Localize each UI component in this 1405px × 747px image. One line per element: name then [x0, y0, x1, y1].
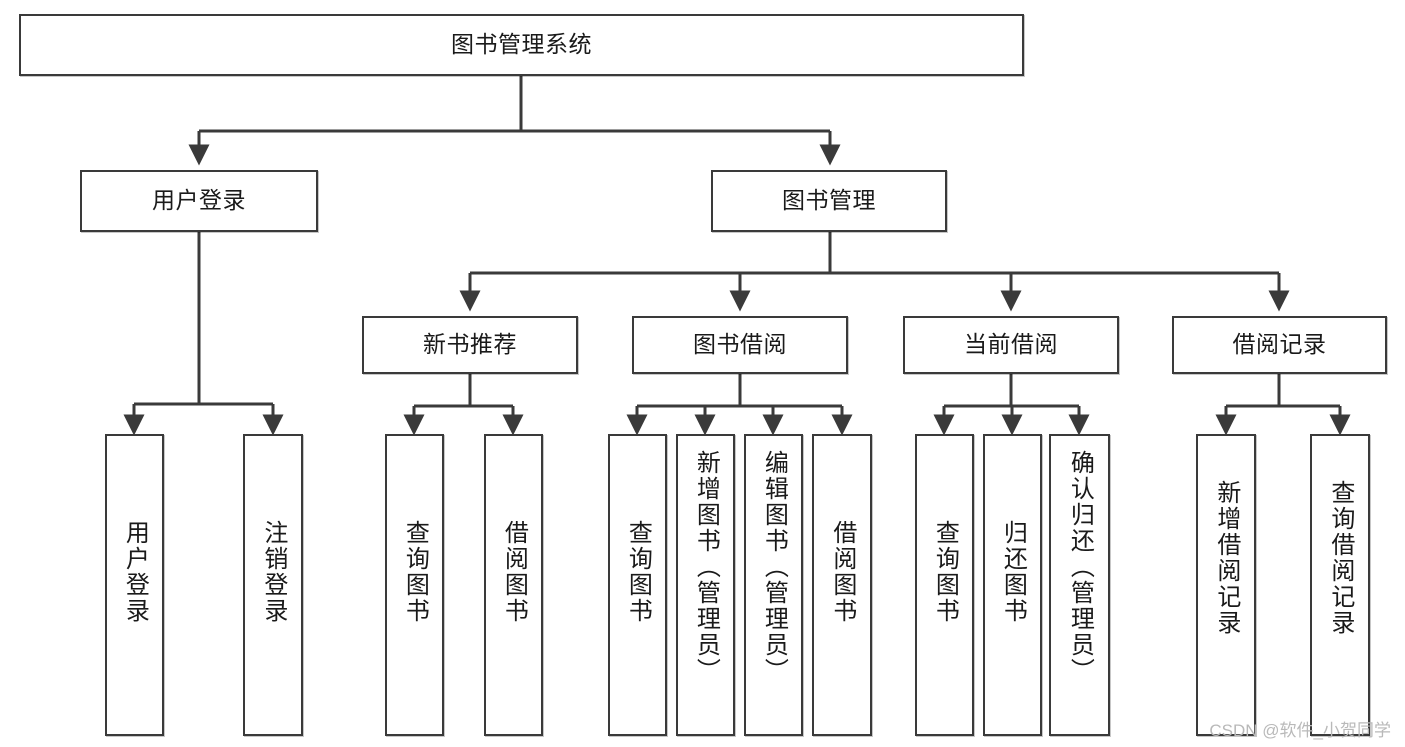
node-leaf-return-book[interactable]: 归还图书 — [983, 434, 1042, 736]
node-leaf-user-login-label: 用户登录 — [121, 520, 149, 624]
node-leaf-query-book-1[interactable]: 查询图书 — [385, 434, 444, 736]
node-borrow-record[interactable]: 借阅记录 — [1172, 316, 1387, 374]
node-leaf-edit-book[interactable]: 编辑图书（管理员） — [744, 434, 803, 736]
node-leaf-query-book-2[interactable]: 查询图书 — [608, 434, 667, 736]
node-leaf-borrow-book-2[interactable]: 借阅图书 — [812, 434, 872, 736]
node-leaf-user-login[interactable]: 用户登录 — [105, 434, 164, 736]
node-book-manage-label: 图书管理 — [782, 187, 876, 214]
node-current-borrow-label: 当前借阅 — [964, 331, 1058, 358]
watermark-text: CSDN @软件_小贺同学 — [1209, 721, 1391, 740]
node-leaf-confirm-return[interactable]: 确认归还（管理员） — [1049, 434, 1110, 736]
node-borrow-record-label: 借阅记录 — [1232, 331, 1327, 358]
node-leaf-logout-label: 注销登录 — [259, 520, 287, 624]
node-book-borrow[interactable]: 图书借阅 — [632, 316, 848, 374]
node-leaf-add-record-label: 新增借阅记录 — [1212, 480, 1240, 636]
node-current-borrow[interactable]: 当前借阅 — [903, 316, 1119, 374]
node-leaf-query-book-3-label: 查询图书 — [931, 520, 959, 624]
node-user-login[interactable]: 用户登录 — [80, 170, 318, 232]
node-book-borrow-label: 图书借阅 — [693, 331, 787, 358]
node-leaf-edit-book-label: 编辑图书（管理员） — [760, 450, 788, 684]
node-leaf-return-book-label: 归还图书 — [999, 520, 1027, 624]
node-leaf-query-book-3[interactable]: 查询图书 — [915, 434, 974, 736]
node-leaf-query-book-1-label: 查询图书 — [401, 520, 429, 624]
node-leaf-add-book-label: 新增图书（管理员） — [692, 450, 720, 684]
node-leaf-borrow-book-1[interactable]: 借阅图书 — [484, 434, 543, 736]
node-user-login-label: 用户登录 — [152, 187, 246, 214]
node-leaf-borrow-book-1-label: 借阅图书 — [500, 520, 528, 624]
node-book-manage[interactable]: 图书管理 — [711, 170, 947, 232]
node-root[interactable]: 图书管理系统 — [19, 14, 1024, 76]
node-leaf-logout[interactable]: 注销登录 — [243, 434, 303, 736]
node-leaf-query-record[interactable]: 查询借阅记录 — [1310, 434, 1370, 736]
node-new-book-rec-label: 新书推荐 — [423, 331, 517, 358]
node-leaf-query-book-2-label: 查询图书 — [624, 520, 652, 624]
node-leaf-confirm-return-label: 确认归还（管理员） — [1066, 450, 1094, 684]
node-leaf-add-record[interactable]: 新增借阅记录 — [1196, 434, 1256, 736]
node-leaf-borrow-book-2-label: 借阅图书 — [828, 520, 856, 624]
node-leaf-add-book[interactable]: 新增图书（管理员） — [676, 434, 735, 736]
node-root-label: 图书管理系统 — [451, 31, 592, 58]
node-new-book-rec[interactable]: 新书推荐 — [362, 316, 578, 374]
node-leaf-query-record-label: 查询借阅记录 — [1326, 480, 1354, 636]
